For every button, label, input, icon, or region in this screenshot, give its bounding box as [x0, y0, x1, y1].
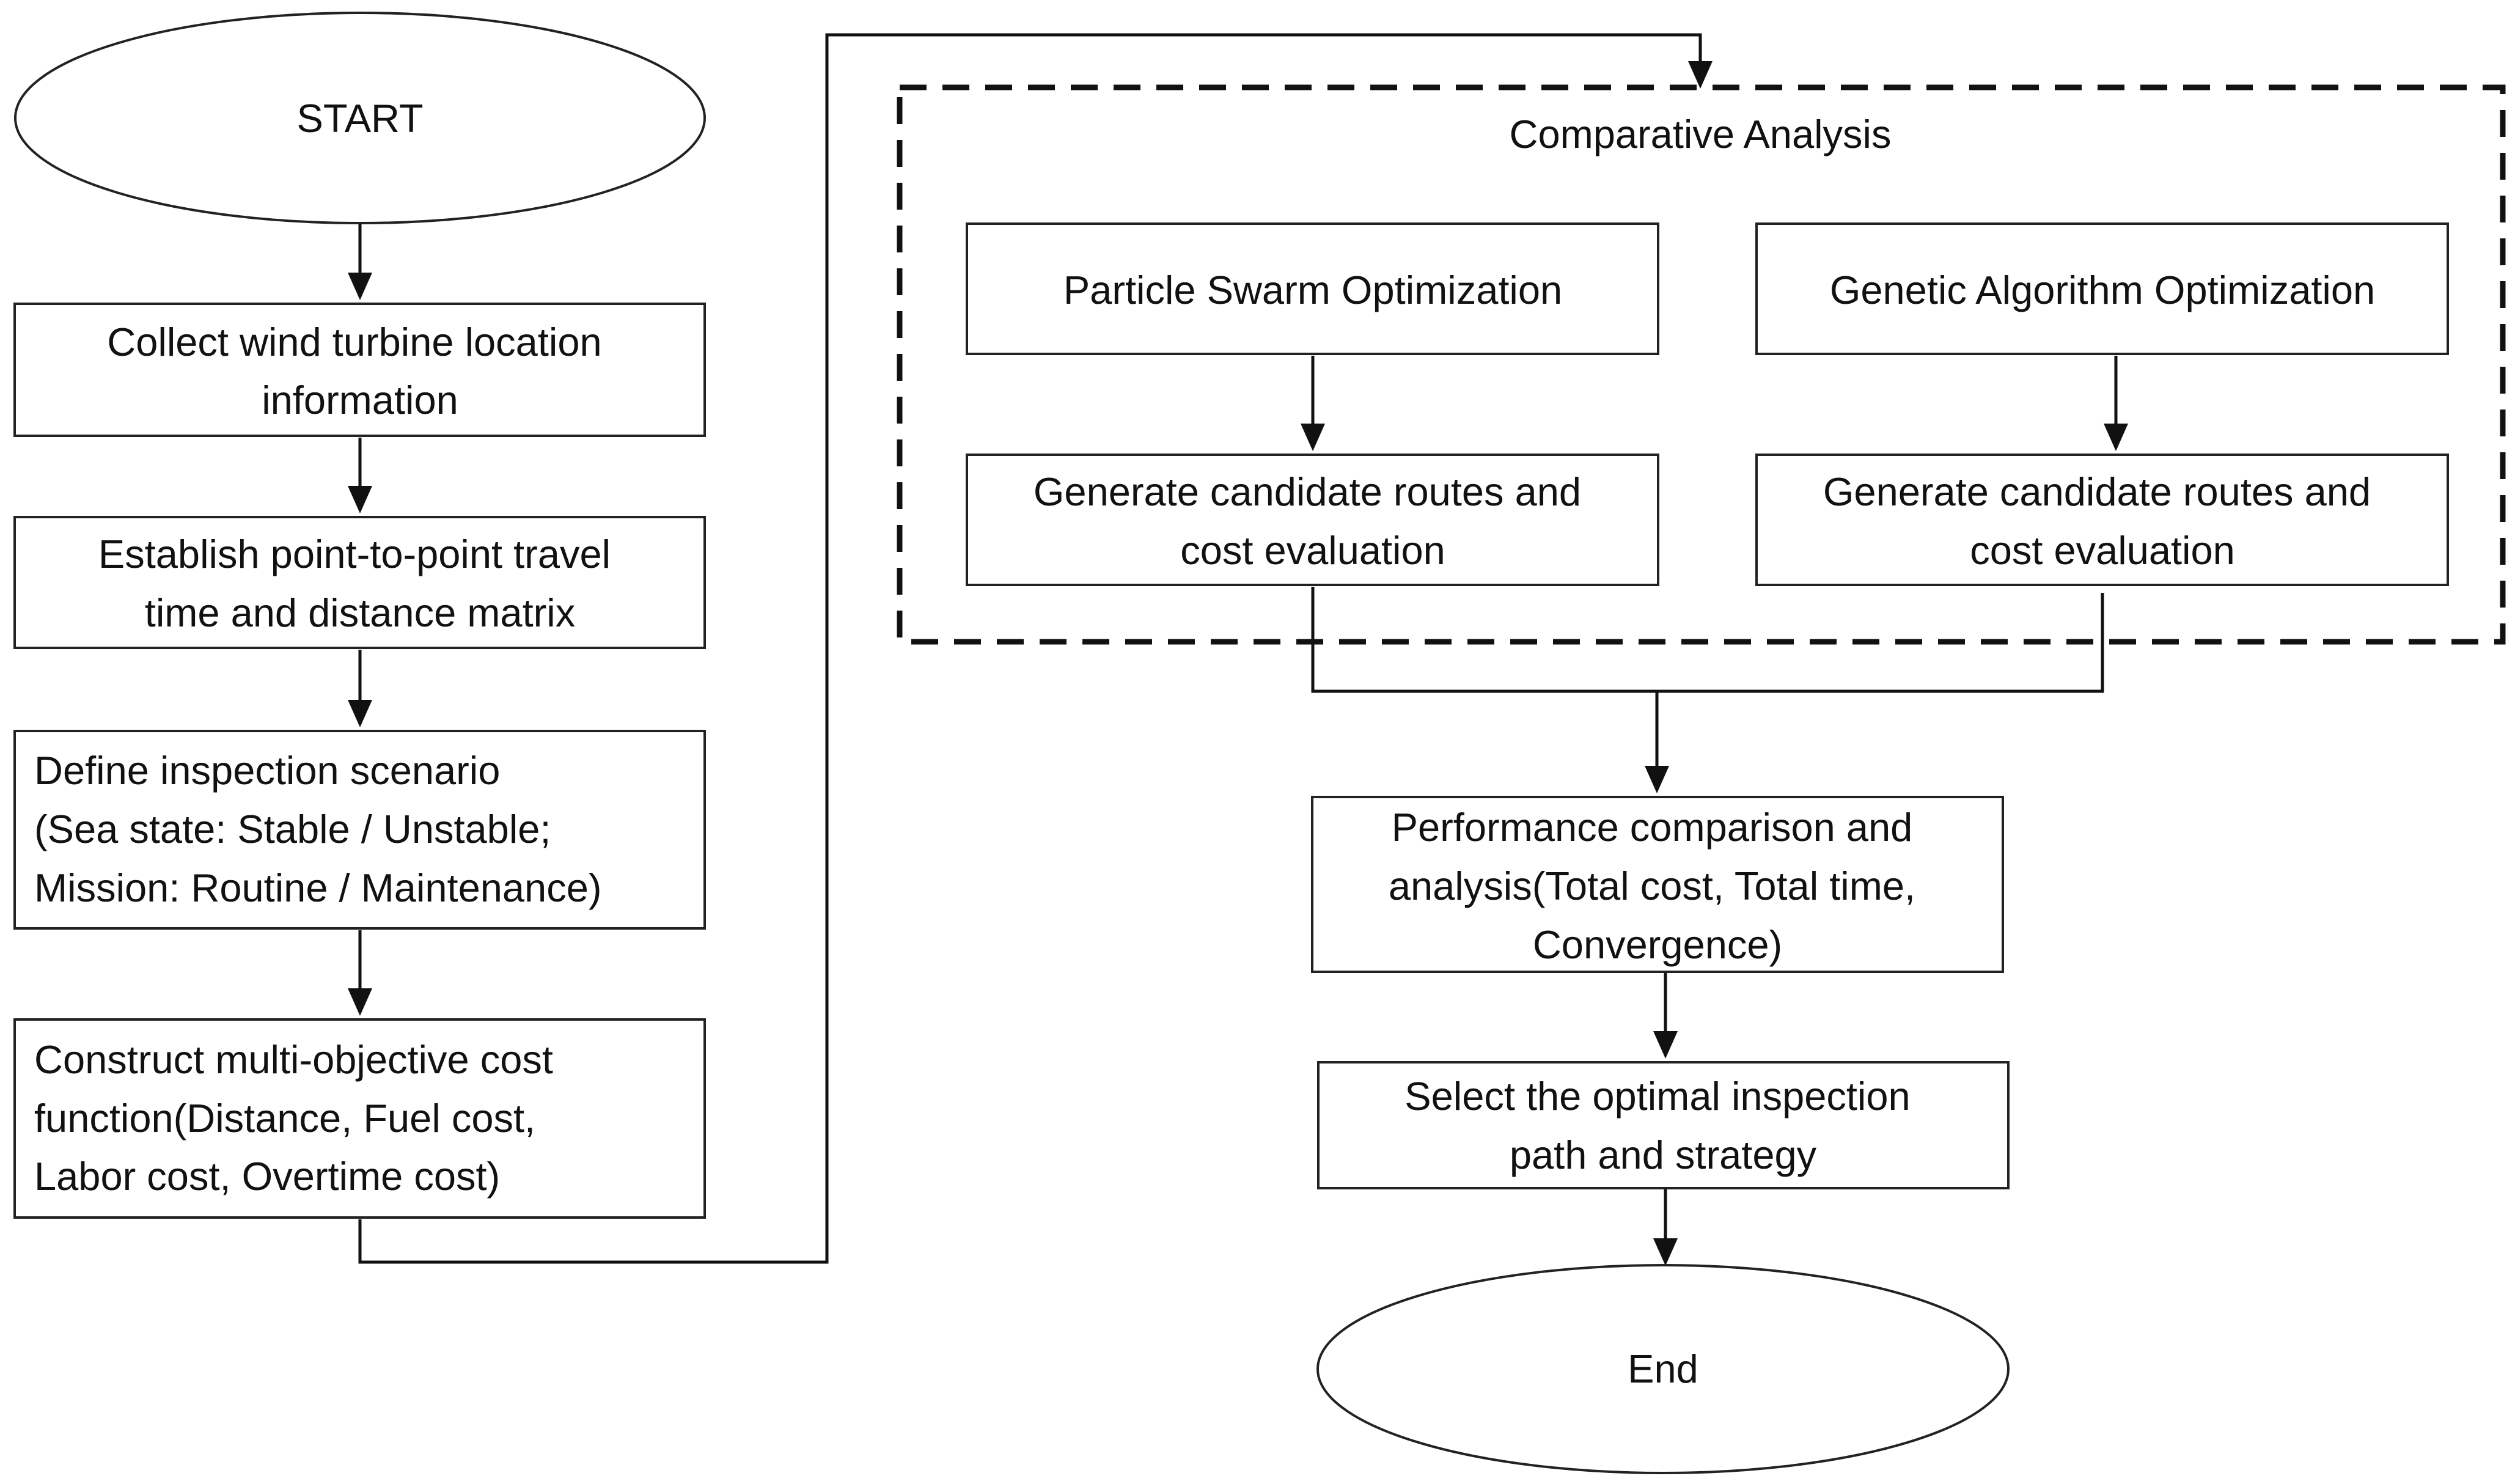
pso-label: Particle Swarm Optimization — [1063, 268, 1562, 312]
comparative-analysis-title: Comparative Analysis — [1510, 112, 1892, 156]
ga-routes-box — [1755, 454, 2449, 586]
performance-text: Performance comparison and analysis(Tota… — [1389, 805, 1926, 967]
construct-cost-box — [13, 1018, 706, 1219]
pso-routes-text: Generate candidate routes and cost evalu… — [1034, 469, 1592, 573]
establish-matrix-box — [13, 516, 706, 649]
start-label: START — [296, 96, 423, 141]
connector-pso-routes-merge — [1311, 587, 2104, 693]
ga-routes-text: Generate candidate routes and cost evalu… — [1823, 469, 2382, 573]
ga-box — [1755, 222, 2449, 355]
end-label: End — [1628, 1346, 1698, 1391]
ga-label: Genetic Algorithm Optimization — [1830, 268, 2375, 312]
select-path-box — [1317, 1061, 2010, 1189]
construct-cost-text: Construct multi-objective cost function(… — [34, 1037, 564, 1199]
connector-construct-to-analysis — [358, 33, 1713, 1264]
collect-location-box — [13, 303, 706, 437]
define-scenario-text: Define inspection scenario (Sea state: S… — [34, 748, 602, 910]
pso-routes-box — [966, 454, 1659, 586]
performance-box — [1311, 796, 2004, 973]
define-scenario-box — [13, 730, 706, 930]
comparative-analysis-frame — [897, 84, 2506, 645]
select-path-text: Select the optimal inspection path and s… — [1404, 1074, 1921, 1177]
start-node — [14, 12, 706, 224]
establish-matrix-text: Establish point-to-point travel time and… — [98, 532, 622, 635]
end-node — [1316, 1264, 2010, 1474]
collect-location-text: Collect wind turbine location informatio… — [107, 320, 612, 422]
pso-box — [966, 222, 1659, 355]
